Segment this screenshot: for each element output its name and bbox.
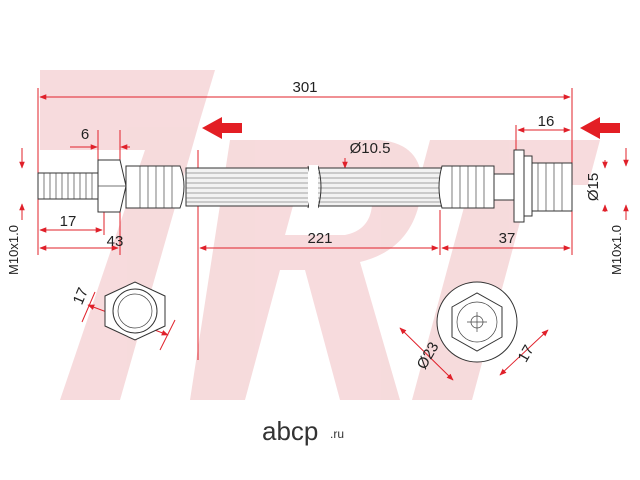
arrow-left-icon [580, 117, 620, 139]
right-fitting [438, 149, 573, 223]
right-collar-width-label: 16 [538, 113, 555, 130]
left-end-length-label: 43 [107, 233, 124, 250]
right-hex-label: 17 [515, 342, 538, 365]
left-thread-width-label: 6 [81, 126, 89, 143]
right-end-length-label: 37 [499, 230, 516, 247]
left-hex-label: 17 [70, 285, 92, 307]
left-thread-length-label: 17 [60, 213, 77, 230]
brand-name: abcp [262, 416, 318, 446]
overall-length-label: 301 [292, 79, 317, 96]
hose-length-label: 221 [307, 230, 332, 247]
brand-tld: .ru [330, 427, 344, 441]
right-hex-view [436, 281, 518, 363]
left-fitting [37, 159, 185, 213]
right-thread-label: M10x1.0 [609, 225, 624, 275]
hose-body [185, 165, 443, 209]
brand-logo: abcp .ru [262, 416, 344, 446]
right-diameter-label: Ø15 [585, 173, 602, 201]
left-thread-label: M10x1.0 [6, 225, 21, 275]
left-hex-view [104, 281, 166, 341]
hose-diameter-label: Ø10.5 [350, 140, 391, 157]
arrow-left-icon [202, 117, 242, 139]
dimension-lines [19, 94, 629, 381]
